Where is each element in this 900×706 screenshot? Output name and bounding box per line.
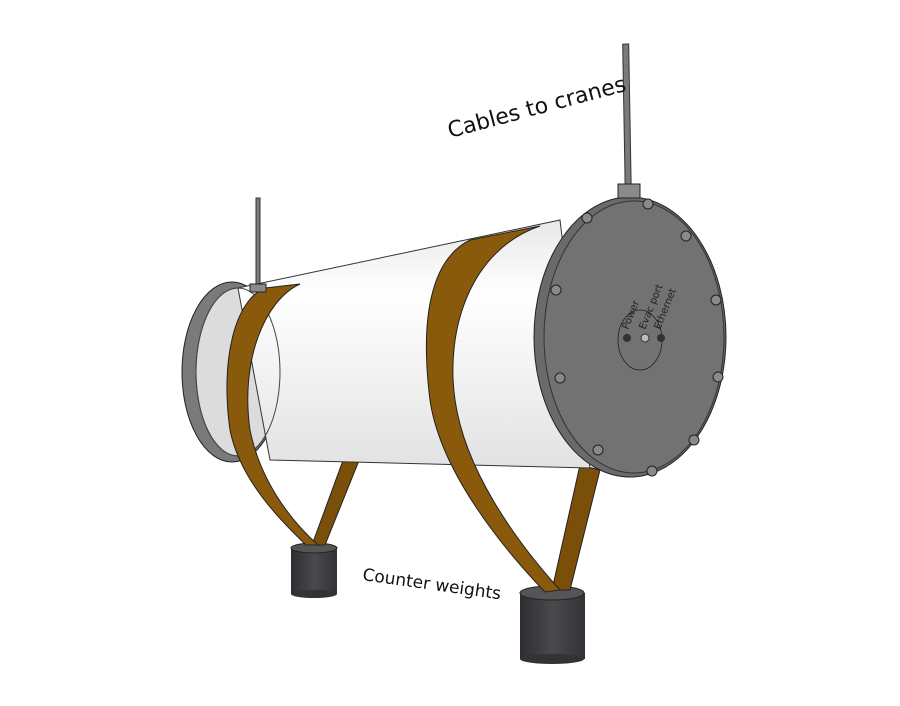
bolt-icon [688,434,700,446]
right-strap [425,225,562,593]
power-port-icon [623,334,631,342]
bolt-icon [646,465,658,477]
cables-label: Cables to cranes [445,72,629,144]
bolt-icon [712,371,724,383]
right-counterweight [519,585,585,664]
counterweights-label: Counter weights [361,565,502,604]
ethernet-port-icon [657,334,665,342]
bolt-icon [581,212,593,224]
left-strap [226,283,320,546]
cable-clamp [617,183,641,199]
bolt-icon [554,372,566,384]
right-cable [622,43,632,195]
cable-clamp [249,283,267,293]
bolt-icon [642,198,654,210]
tube-body [237,219,591,469]
bolt-icon [680,230,692,242]
bolt-icon [550,284,562,296]
bolt-icon [710,294,722,306]
right-end-plate: Power Evac port Ethernet [533,196,727,478]
evac-port-icon [640,333,650,343]
left-cable [255,197,261,291]
left-strap-back [311,454,361,546]
left-counterweight [290,542,338,598]
bolt-icon [592,444,604,456]
right-strap-back [551,464,601,591]
